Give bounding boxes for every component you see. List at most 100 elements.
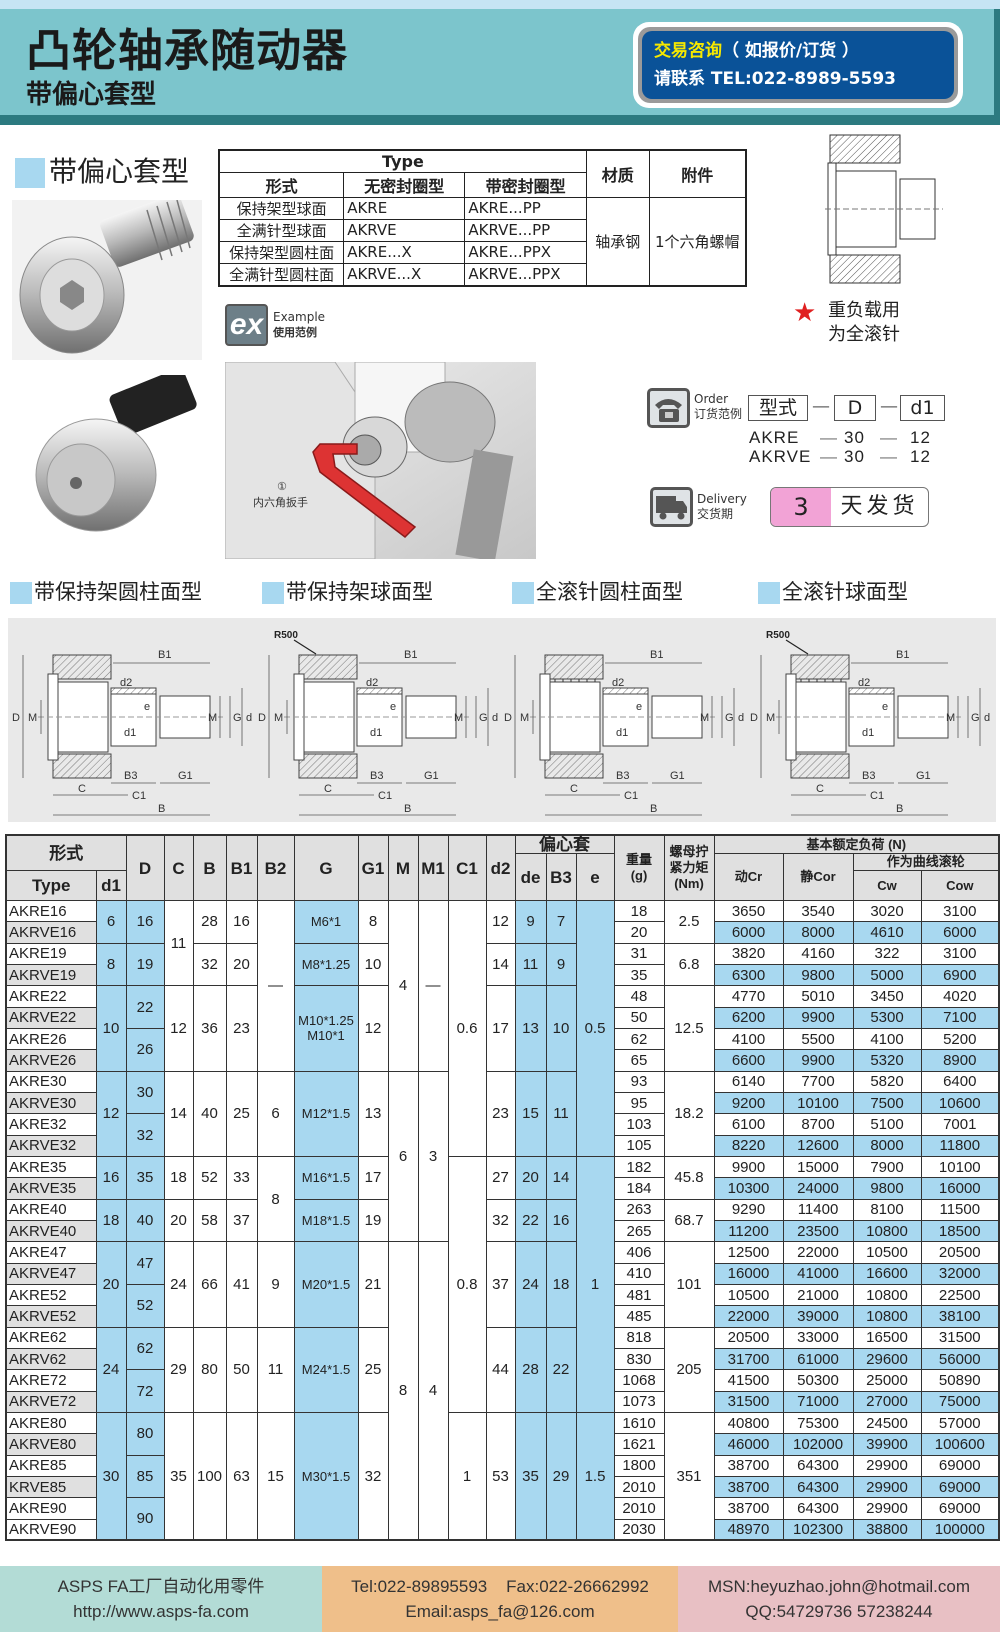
dim-label-G: G (233, 712, 242, 724)
cw-cell: 4610 (852, 921, 922, 944)
cr-cell: 41500 (713, 1369, 784, 1392)
G1-cell: 13 (357, 1070, 389, 1157)
header-M: M (387, 834, 419, 901)
D-cell: 30 (125, 1070, 165, 1115)
type-cell: AKRE40 (5, 1198, 97, 1221)
header-M1: M1 (417, 834, 449, 901)
header-type: Type (5, 870, 97, 901)
type-cell: AKRE32 (5, 1113, 97, 1136)
B1-cell: 23 (225, 985, 258, 1072)
de-cell: 9 (514, 900, 547, 944)
type-cell: AKRVE72 (5, 1390, 97, 1413)
dim-label-D: D (504, 712, 512, 724)
B1-cell: 50 (225, 1326, 258, 1413)
B2-cell: — (256, 900, 295, 1072)
dim-label-B1: B1 (158, 649, 171, 661)
cr-cell: 3650 (713, 899, 784, 923)
C-cell: 20 (163, 1198, 194, 1243)
header-form: 形式 (5, 834, 127, 871)
type-cell: AKRVE47 (5, 1262, 97, 1285)
cor-cell: 3540 (782, 899, 854, 923)
dim-label-G1: G1 (178, 770, 193, 782)
B1-cell: 37 (225, 1198, 258, 1243)
footer-email[interactable]: Email:asps_fa@126.com (405, 1602, 595, 1621)
cow-cell: 6400 (920, 1070, 1000, 1093)
cw-cell: 7900 (852, 1155, 922, 1179)
weight-cell: 35 (613, 963, 665, 987)
cw-cell: 10800 (852, 1305, 922, 1328)
weight-cell: 50 (613, 1006, 665, 1029)
cw-cell: 322 (852, 942, 922, 965)
dim-label-C: C (78, 783, 86, 795)
cor-cell: 39000 (782, 1305, 854, 1328)
accessory-header: 附件 (648, 149, 747, 198)
cr-cell: 6000 (713, 921, 784, 944)
G1-cell: 32 (357, 1411, 389, 1541)
cow-cell: 56000 (920, 1347, 1000, 1371)
product-photo-standard (26, 375, 206, 551)
dim-label-C: C (816, 783, 824, 795)
cr-cell: 6600 (713, 1049, 784, 1072)
cor-cell: 41000 (782, 1262, 854, 1285)
B-cell: 80 (192, 1326, 227, 1413)
d1-cell: 20 (95, 1241, 127, 1328)
B3-cell: 10 (545, 985, 577, 1072)
cor-cell: 10100 (782, 1091, 854, 1115)
cow-cell: 50890 (920, 1369, 1000, 1392)
dim-label-M: M (28, 712, 37, 724)
D-cell: 52 (125, 1283, 165, 1328)
dim-label-G1: G1 (424, 770, 439, 782)
B-cell: 100 (192, 1411, 227, 1541)
dim-label-C1: C1 (624, 790, 638, 802)
cw-cell: 10800 (852, 1219, 922, 1243)
header-B3: B3 (545, 853, 577, 901)
heavy-load-note: 重负载用为全滚针 (828, 299, 900, 347)
dim-label-d: d (984, 712, 990, 724)
form-cell: 全满针型圆柱面 (218, 262, 345, 286)
cow-cell: 4020 (920, 985, 1000, 1008)
weight-cell: 105 (613, 1134, 665, 1157)
delivery-text: 天发货 (840, 494, 919, 519)
C1-cell: 0.6 (447, 900, 487, 1157)
cor-cell: 12600 (782, 1134, 854, 1157)
footer-website[interactable]: http://www.asps-fa.com (73, 1602, 249, 1621)
d2-cell: 17 (485, 985, 516, 1072)
torque-cell: 18.2 (663, 1070, 715, 1157)
dim-label-d: d (246, 712, 252, 724)
header-B1: B1 (225, 834, 258, 901)
dim-label-d2: d2 (858, 677, 870, 689)
type-cell: AKRE80 (5, 1411, 97, 1435)
dim-label-e: e (636, 701, 642, 713)
d1-cell: 24 (95, 1326, 127, 1413)
cor-cell: 24000 (782, 1177, 854, 1200)
example-label-en: Example (273, 310, 326, 324)
C1-cell: 1 (447, 1411, 487, 1541)
callout-text: 内六角扳手 (253, 495, 308, 509)
e-cell: 1.5 (575, 1411, 615, 1541)
weight-cell: 20 (613, 921, 665, 944)
cw-cell: 38800 (852, 1518, 922, 1541)
collar-hatch (110, 687, 157, 695)
dim-label-e: e (144, 701, 150, 713)
header-C1: C1 (447, 834, 487, 901)
torque-cell: 6.8 (663, 942, 715, 987)
header-cr: 动Cr (713, 853, 784, 901)
type-cell: KRVE85 (5, 1475, 97, 1499)
cow-cell: 69000 (920, 1475, 1000, 1499)
de-cell: 35 (514, 1411, 547, 1541)
cow-cell: 18500 (920, 1219, 1000, 1243)
product-photo-eccentric (12, 200, 202, 360)
dim-label-d1: d1 (862, 727, 874, 739)
cr-cell: 46000 (713, 1433, 784, 1456)
de-cell: 20 (514, 1155, 547, 1200)
cr-cell: 9200 (713, 1091, 784, 1115)
dim-label-d2: d2 (612, 677, 624, 689)
D-cell: 35 (125, 1155, 165, 1200)
